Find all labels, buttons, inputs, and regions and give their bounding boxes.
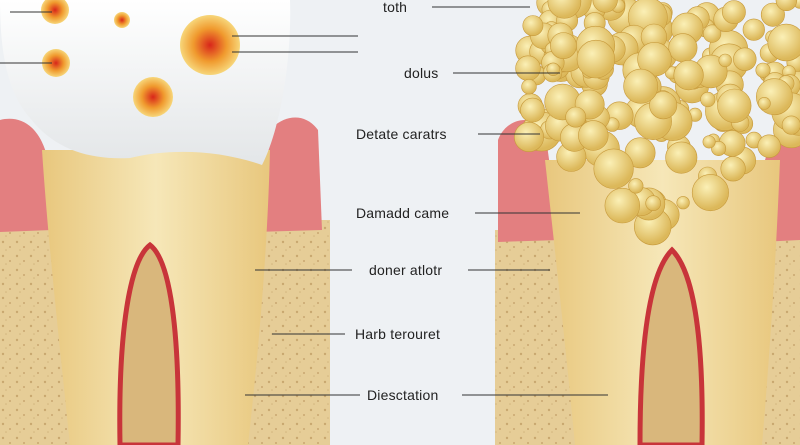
plaque-blob	[565, 106, 587, 128]
label-harb-terouret: Harb terouret	[355, 326, 441, 342]
right-pulp	[637, 246, 705, 445]
cavity-1	[41, 0, 69, 24]
plaque-blob	[645, 195, 662, 211]
label-toth: toth	[383, 0, 408, 15]
plaque-blob	[547, 0, 582, 19]
plaque-blob	[755, 62, 771, 78]
plaque-blob	[711, 141, 727, 157]
label-dolus: dolus	[404, 65, 439, 81]
plaque-mass	[513, 0, 800, 246]
left-pulp	[117, 241, 181, 445]
plaque-blob	[550, 32, 577, 60]
left-tooth	[0, 0, 330, 445]
plaque-blob	[665, 141, 698, 174]
right-tooth	[495, 0, 800, 445]
plaque-blob	[760, 2, 785, 27]
leader-lines	[0, 6, 608, 396]
plaque-blob	[513, 122, 544, 153]
plaque-blob	[742, 18, 765, 41]
plaque-blob	[604, 187, 640, 224]
cavity-3	[180, 15, 240, 75]
plaque-blob	[733, 47, 757, 71]
plaque-blob	[623, 68, 659, 104]
plaque-blob	[775, 0, 798, 11]
plaque-blob	[592, 0, 618, 13]
plaque-blob	[720, 156, 746, 182]
plaque-blob	[700, 91, 716, 108]
plaque-blob	[578, 120, 609, 151]
plaque-blob	[676, 196, 690, 210]
plaque-blob	[718, 53, 732, 68]
label-damadd-came: Damadd came	[356, 205, 450, 221]
plaque-blob	[522, 15, 544, 37]
plaque-blob	[546, 62, 560, 77]
plaque-blob	[520, 97, 545, 123]
plaque-blob	[515, 55, 541, 81]
label-detate-caratrs: Detate caratrs	[356, 126, 447, 142]
plaque-blob	[691, 174, 729, 212]
cavity-2	[114, 12, 130, 28]
plaque-blob	[628, 178, 644, 194]
cavity-5	[133, 77, 173, 117]
plaque-blob	[576, 39, 616, 79]
plaque-blob	[781, 115, 800, 135]
plaque-blob	[757, 97, 771, 110]
left-gum	[0, 118, 52, 232]
plaque-blob	[767, 23, 800, 62]
plaque-blob	[521, 78, 537, 95]
plaque-blob	[649, 91, 678, 120]
plaque-blob	[593, 148, 634, 189]
plaque-blob	[756, 78, 793, 116]
plaque-blob	[668, 33, 698, 63]
label-diesctation: Diesctation	[367, 387, 439, 403]
plaque-blob	[702, 24, 722, 43]
plaque-blob	[757, 134, 781, 158]
plaque-blob	[717, 88, 752, 123]
cavity-4	[42, 49, 70, 77]
plaque-blob	[722, 0, 746, 25]
plaque-blob	[673, 59, 704, 91]
plaque-blob	[702, 135, 716, 149]
label-doner-atlotr: doner atlotr	[369, 262, 443, 278]
